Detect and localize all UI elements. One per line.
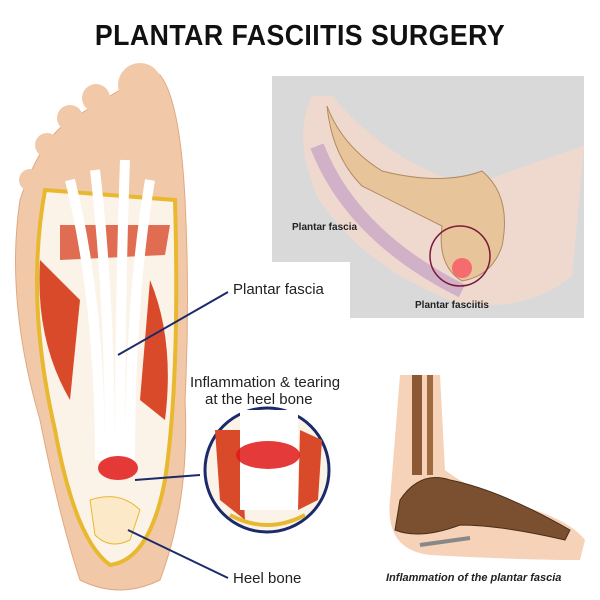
label-inflammation-line1: Inflammation & tearing [190, 374, 341, 391]
heel-inset-magnifier [203, 406, 331, 534]
page-title: PLANTAR FASCIITIS SURGERY [94, 20, 506, 52]
label-heel-bone: Heel bone [233, 570, 302, 587]
label-inflammation-line2: at the heel bone [205, 391, 313, 408]
plantar-foot-diagram [15, 63, 188, 591]
label-plantar-fascia: Plantar fascia [233, 281, 324, 298]
skeleton-foot-diagram [389, 375, 585, 560]
leader-lines [117, 291, 229, 579]
side-label-plantar-fasciitis: Plantar fasciitis [415, 300, 489, 311]
skeleton-caption: Inflammation of the plantar fascia [386, 572, 562, 584]
side-label-plantar-fascia: Plantar fascia [292, 222, 358, 233]
panel-cutout [270, 262, 350, 322]
side-view-foot-illustration [303, 96, 584, 306]
